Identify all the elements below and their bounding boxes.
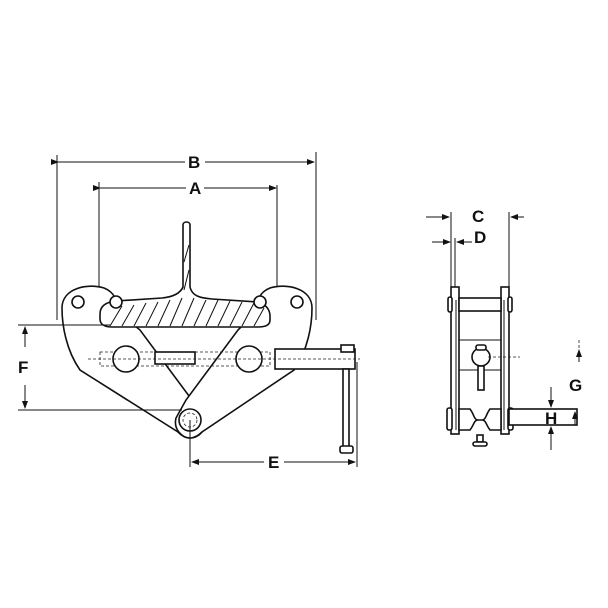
label-c: C <box>472 207 484 226</box>
knob-side <box>472 441 488 447</box>
screw-nut <box>154 351 196 365</box>
dimension-h: H <box>545 387 557 450</box>
top-spacer <box>458 297 502 312</box>
dimension-e: E <box>189 362 358 472</box>
dimension-c: C <box>426 207 524 290</box>
dimension-b: B <box>51 152 317 320</box>
front-view: B A <box>18 152 360 472</box>
pin-right-inner <box>253 295 267 309</box>
label-b: B <box>188 153 200 172</box>
bottom-spool <box>458 408 502 431</box>
pin-left-inner <box>109 295 123 309</box>
side-view: C D <box>426 207 582 450</box>
label-h: H <box>545 409 557 428</box>
label-e: E <box>268 453 279 472</box>
handle-knob <box>339 445 354 454</box>
side-plate-right <box>500 286 510 435</box>
side-plate-left <box>450 286 460 435</box>
label-f: F <box>18 358 28 377</box>
label-a: A <box>189 179 201 198</box>
dimension-g: G <box>569 340 582 425</box>
dimension-d: D <box>432 228 486 290</box>
pin-right-outer <box>290 295 304 309</box>
handle-bar-side <box>508 408 578 426</box>
pin-left-outer <box>71 295 85 309</box>
label-g: G <box>569 376 582 395</box>
swivel-stem <box>477 365 485 391</box>
screw-cap <box>340 344 355 353</box>
label-d: D <box>474 228 486 247</box>
dimension-f: F <box>18 324 182 411</box>
screw-assembly <box>88 344 360 454</box>
screw-handle <box>342 368 350 450</box>
beam-section <box>99 221 271 328</box>
